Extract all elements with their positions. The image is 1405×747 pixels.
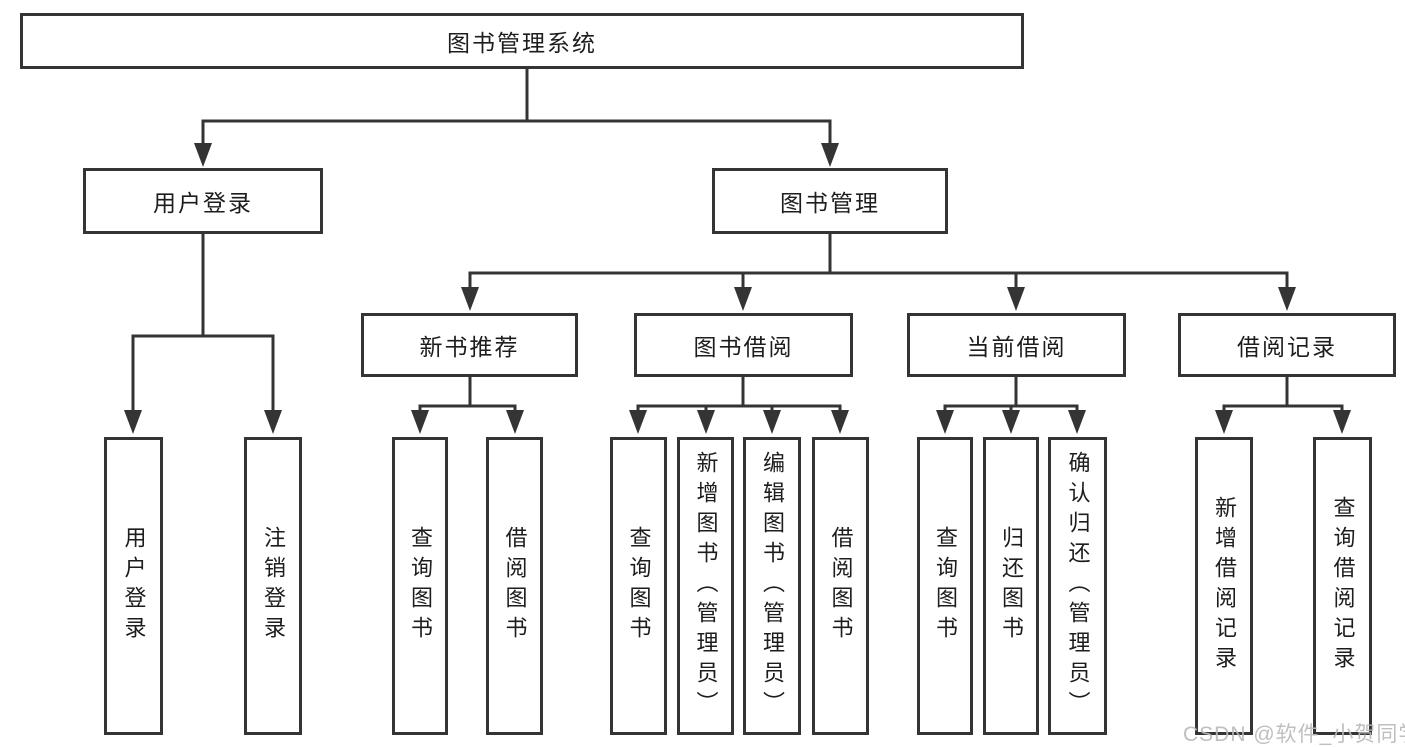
node-current-borrowing-label: 当前借阅 <box>966 334 1067 360</box>
leaf-confirm-return-admin-label: 确认归还（管理员） <box>1065 451 1091 721</box>
arrow-down-icon <box>124 410 142 434</box>
node-book-borrowing-label: 图书借阅 <box>693 334 794 360</box>
leaf-query-borrow-record: 查询借阅记录 <box>1313 437 1372 735</box>
leaf-borrow-books-recommend-label: 借阅图书 <box>502 526 528 646</box>
leaf-edit-book-admin-label: 编辑图书（管理员） <box>760 451 785 721</box>
leaf-query-books-recommend: 查询图书 <box>392 437 448 735</box>
arrow-down-icon <box>194 143 212 167</box>
node-book-management: 图书管理 <box>712 168 948 234</box>
leaf-user-login-label: 用户登录 <box>121 526 147 646</box>
arrow-down-icon <box>734 287 752 311</box>
leaf-user-login: 用户登录 <box>104 437 163 735</box>
node-book-borrowing: 图书借阅 <box>634 313 853 377</box>
leaf-logout: 注销登录 <box>244 437 302 735</box>
arrowhead-icons <box>124 143 1351 434</box>
arrow-down-icon <box>629 410 647 434</box>
node-library-system-label: 图书管理系统 <box>447 30 597 56</box>
csdn-watermark: CSDN @软件_小贺同学 <box>1183 723 1405 746</box>
node-borrow-records-label: 借阅记录 <box>1237 334 1337 360</box>
leaf-borrow-books-borrowing: 借阅图书 <box>812 437 869 735</box>
arrow-down-icon <box>1002 410 1020 434</box>
arrow-down-icon <box>411 410 429 434</box>
arrow-down-icon <box>821 143 839 167</box>
leaf-add-book-admin: 新增图书（管理员） <box>677 437 734 735</box>
arrow-down-icon <box>831 410 849 434</box>
node-book-management-label: 图书管理 <box>780 190 880 216</box>
leaf-add-book-admin-label: 新增图书（管理员） <box>693 451 719 721</box>
arrow-down-icon <box>1215 410 1233 434</box>
leaf-query-books-borrowing-label: 查询图书 <box>626 526 652 646</box>
node-new-book-recommend-label: 新书推荐 <box>419 334 520 360</box>
arrow-down-icon <box>1007 287 1025 311</box>
leaf-add-borrow-record: 新增借阅记录 <box>1195 437 1253 735</box>
arrow-down-icon <box>763 410 781 434</box>
node-library-system: 图书管理系统 <box>20 13 1024 69</box>
arrow-down-icon <box>461 287 479 311</box>
leaf-borrow-books-borrowing-label: 借阅图书 <box>828 526 854 646</box>
node-borrow-records: 借阅记录 <box>1178 313 1396 377</box>
leaf-query-borrow-record-label: 查询借阅记录 <box>1330 496 1356 676</box>
leaf-query-books-borrowing: 查询图书 <box>610 437 667 735</box>
leaf-query-books-recommend-label: 查询图书 <box>408 526 433 646</box>
arrow-down-icon <box>264 410 282 434</box>
arrow-down-icon <box>506 410 524 434</box>
node-user-login-label: 用户登录 <box>153 190 253 216</box>
arrow-down-icon <box>1333 410 1351 434</box>
leaf-edit-book-admin: 编辑图书（管理员） <box>743 437 801 735</box>
leaf-borrow-books-recommend: 借阅图书 <box>486 437 543 735</box>
node-current-borrowing: 当前借阅 <box>907 313 1126 377</box>
arrow-down-icon <box>936 410 954 434</box>
arrow-down-icon <box>697 410 715 434</box>
arrow-down-icon <box>1068 410 1086 434</box>
arrow-down-icon <box>1278 287 1296 311</box>
leaf-return-books: 归还图书 <box>983 437 1039 735</box>
leaf-query-books-current: 查询图书 <box>917 437 973 735</box>
leaf-return-books-label: 归还图书 <box>999 526 1024 646</box>
leaf-confirm-return-admin: 确认归还（管理员） <box>1048 437 1107 735</box>
node-user-login: 用户登录 <box>83 168 323 234</box>
leaf-query-books-current-label: 查询图书 <box>933 526 958 646</box>
leaf-add-borrow-record-label: 新增借阅记录 <box>1212 496 1237 676</box>
leaf-logout-label: 注销登录 <box>261 526 286 646</box>
node-new-book-recommend: 新书推荐 <box>361 313 578 377</box>
